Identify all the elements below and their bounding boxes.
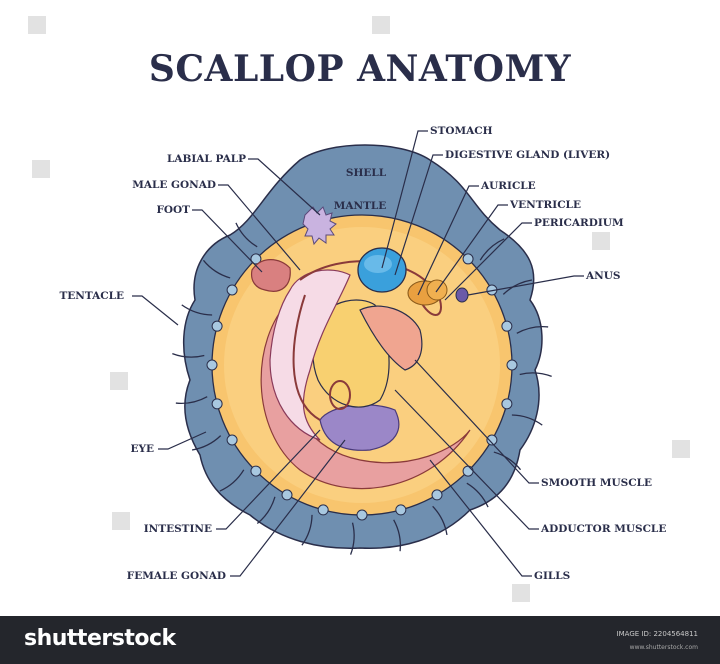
tentacle (511, 414, 543, 426)
eye-dot (226, 434, 238, 446)
eye-dot (431, 489, 443, 501)
male-gonad (269, 269, 351, 441)
label-tentacle: TENTACLE (59, 290, 124, 302)
watermark-square (112, 512, 130, 530)
eye-dot (462, 253, 474, 265)
eye-dot (281, 489, 293, 501)
tentacle (502, 279, 533, 295)
footer-bar: shutterstock IMAGE ID: 2204564811 www.sh… (0, 616, 720, 664)
tentacle (175, 396, 208, 405)
footer-url: www.shutterstock.com (629, 644, 698, 651)
label-male-gonad: MALE GONAD (132, 179, 216, 191)
watermark-square (28, 16, 46, 34)
tentacle (493, 451, 522, 471)
smooth-muscle (359, 305, 423, 371)
eye-dot (250, 253, 262, 265)
gills (260, 298, 471, 490)
tentacles (172, 222, 552, 555)
tentacle (349, 522, 355, 555)
eye-dot (395, 504, 407, 516)
eye-dots (206, 253, 518, 521)
labial-palp (302, 206, 337, 246)
tentacle (219, 469, 245, 492)
tentacle (432, 505, 448, 536)
label-ventricle: VENTRICLE (509, 199, 581, 211)
eye-dot (226, 284, 238, 296)
label-auricle: AURICLE (480, 180, 536, 192)
label-labial-palp: LABIAL PALP (167, 153, 246, 165)
tentacle (516, 325, 549, 334)
eye-dot (211, 398, 223, 410)
eye-dot (250, 465, 262, 477)
tentacle (181, 304, 213, 316)
tentacle (301, 514, 313, 546)
shell-label: SHELL (346, 167, 387, 179)
eye-dot (206, 359, 218, 371)
mantle-label: MANTLE (334, 200, 387, 212)
label-smooth-muscle: SMOOTH MUSCLE (541, 477, 652, 489)
label-anus: ANUS (585, 270, 620, 282)
diagram-title: SCALLOP ANATOMY (148, 48, 572, 90)
tentacle (235, 222, 258, 248)
scallop-diagram: SHELL MANTLE LABIAL PALP MALE GONAD FOOT… (59, 125, 666, 582)
watermark-square (512, 584, 530, 602)
watermark-square (592, 232, 610, 250)
label-foot: FOOT (156, 204, 190, 216)
label-eye: EYE (130, 443, 154, 455)
image-id: IMAGE ID: 2204564811 (616, 630, 698, 638)
eye-dot (506, 359, 518, 371)
label-digestive-gland: DIGESTIVE GLAND (LIVER) (445, 149, 610, 161)
label-intestine: INTESTINE (144, 523, 212, 535)
label-gills: GILLS (534, 570, 570, 582)
eye-dot (211, 320, 223, 332)
watermark-square (32, 160, 50, 178)
label-female-gonad: FEMALE GONAD (127, 570, 226, 582)
tentacle (191, 435, 222, 451)
shutterstock-logo: shutterstock (24, 626, 176, 651)
tentacle (466, 482, 489, 508)
eye-dot (462, 465, 474, 477)
tentacle (479, 238, 505, 261)
eye-dot (356, 509, 368, 521)
watermark-square (672, 440, 690, 458)
label-stomach: STOMACH (430, 125, 493, 137)
tentacle (202, 259, 231, 279)
foot (250, 259, 291, 292)
watermark-square (110, 372, 128, 390)
label-adductor-muscle: ADDUCTOR MUSCLE (540, 523, 666, 535)
eye-dot (501, 398, 513, 410)
anus (455, 287, 469, 303)
eye-dot (501, 320, 513, 332)
tentacle (519, 372, 552, 378)
eye-dot (486, 434, 498, 446)
eye-dot (317, 504, 329, 516)
watermark-square (372, 16, 390, 34)
label-pericardium: PERICARDIUM (534, 217, 624, 229)
tentacle (172, 352, 205, 358)
tentacle (393, 519, 402, 552)
tentacle (256, 496, 276, 525)
